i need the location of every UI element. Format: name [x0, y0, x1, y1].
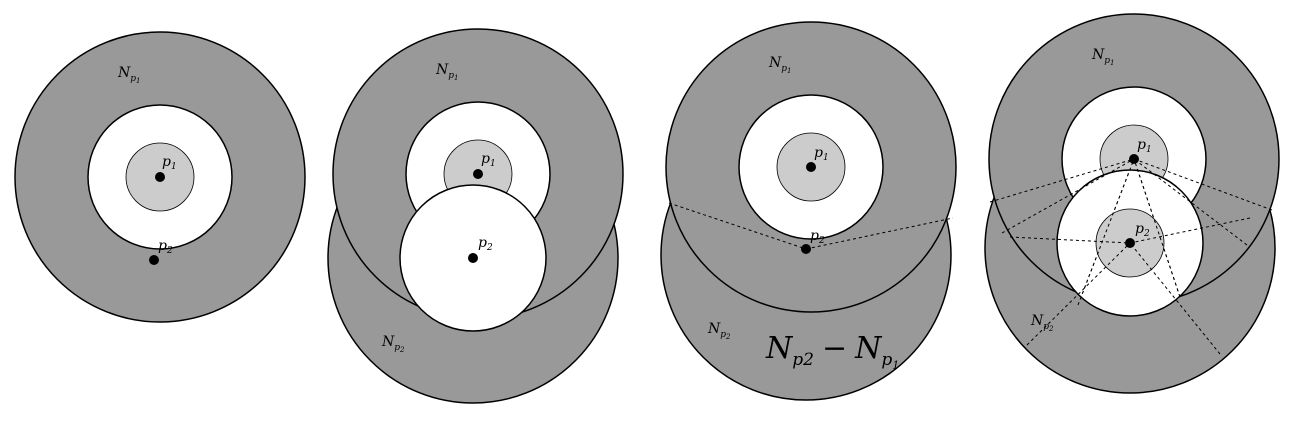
label-p2: p2	[810, 228, 825, 246]
label-n-p2: Np2	[1030, 313, 1054, 333]
point-p1	[1129, 154, 1139, 164]
panel-3: Np1 Np2 p1 p2 Np2−Np1	[660, 21, 957, 401]
point-p2	[468, 253, 478, 263]
label-p1: p1	[1137, 137, 1152, 155]
label-n-p1: Np1	[117, 65, 140, 85]
label-n-p2: Np2	[707, 321, 731, 341]
label-p1: p1	[481, 151, 496, 169]
label-p2: p2	[478, 235, 493, 253]
panel-1: Np1 p1 p2	[14, 31, 306, 323]
label-p2: p2	[1135, 221, 1150, 239]
point-p2	[1125, 238, 1135, 248]
panel-4: Np1 Np2 p1 p2	[984, 13, 1280, 394]
label-n-p1: Np1	[435, 62, 458, 82]
panel-2: Np1 Np2 p1 p2	[327, 28, 624, 404]
dashed-segment-left	[668, 202, 807, 250]
label-n-p1: Np1	[768, 55, 791, 75]
point-p2	[149, 255, 159, 265]
label-p1: p1	[814, 145, 829, 163]
label-p1: p1	[162, 154, 177, 172]
point-p1	[155, 172, 165, 182]
point-p1	[806, 162, 816, 172]
dashed-rays-over-disk	[1057, 170, 1203, 316]
label-n-p2: Np2	[381, 334, 405, 354]
formula-difference: Np2−Np1	[765, 331, 899, 372]
point-p1	[473, 169, 483, 179]
label-p2: p2	[158, 238, 173, 256]
dashed-segment-right	[805, 217, 954, 250]
point-p2	[801, 244, 811, 254]
label-n-p1: Np1	[1091, 47, 1114, 67]
